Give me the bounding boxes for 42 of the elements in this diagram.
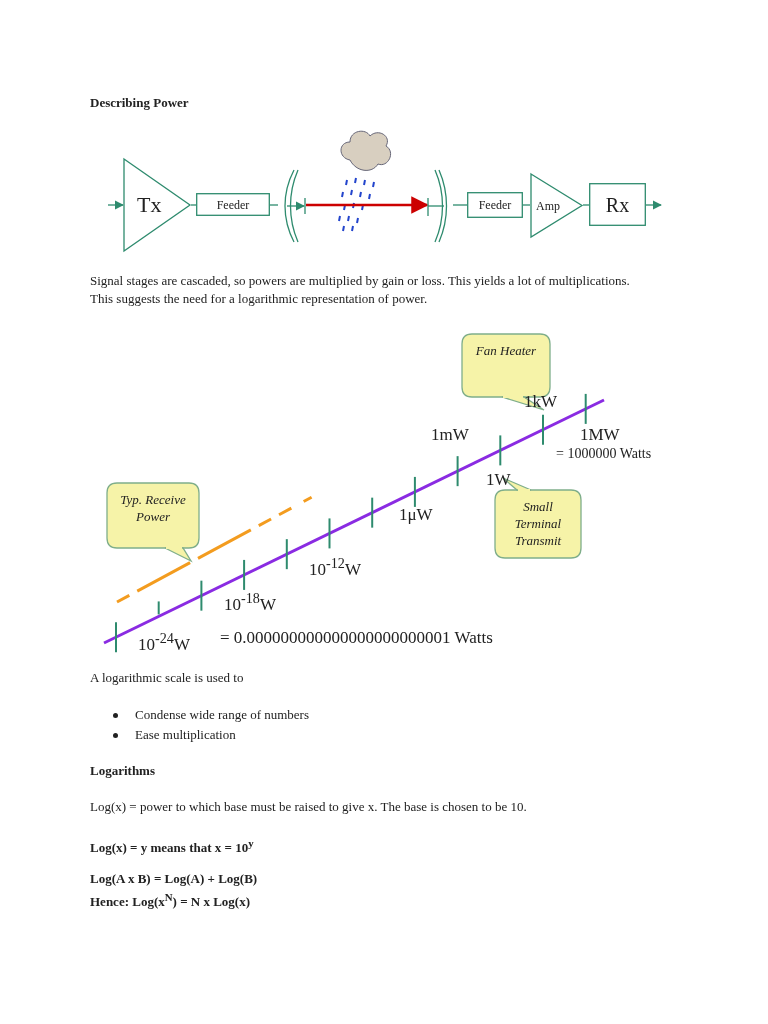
scale-label: 1MW	[580, 424, 620, 446]
signal-arrow	[306, 196, 429, 214]
heading: Describing Power	[90, 94, 189, 112]
amplifier-triangle	[530, 173, 583, 238]
scale-label: 10$^{-12}$W	[309, 554, 361, 581]
process-box	[589, 183, 646, 226]
scale-label: = 1000000 Watts	[556, 445, 652, 463]
node-label: Feeder	[216, 198, 250, 211]
node-label: Tx	[137, 194, 162, 216]
callout-text: Fan Heater	[474, 342, 538, 359]
connector-line	[269, 204, 279, 206]
connector-line	[582, 204, 590, 206]
scale-label: 1mW	[431, 424, 469, 446]
formula: Hence: Log(x$^{N}$) = N x Log(x)	[90, 890, 251, 912]
scale-label: 1W	[486, 469, 511, 491]
formula: Log(x) = y means that x = 10$^{y}$	[90, 836, 254, 858]
connector-line	[190, 204, 197, 206]
section-heading: Logarithms	[90, 762, 155, 780]
process-box	[467, 192, 523, 218]
arrow	[645, 200, 662, 210]
bullet-item: Ease multiplication	[135, 726, 236, 744]
speech-bubble	[107, 483, 199, 563]
arrow	[107, 200, 124, 210]
formula: Log(A x B) = Log(A) + Log(B)	[90, 870, 258, 888]
paragraph: Log(x) = power to which base must be raised to give x. The base is chosen to be 10.	[90, 798, 527, 816]
paragraph: Signal stages are cascaded, so powers are multiplied by gain or loss. This yields a lot of multiplications. This suggests the need for a logarithmic representation of power.	[90, 272, 631, 308]
connector-line	[522, 204, 531, 206]
process-box	[196, 193, 270, 216]
connector-line	[452, 204, 468, 206]
scale-label: 10$^{-18}$W	[224, 589, 276, 616]
callout-text: Small Terminal Transmit	[513, 498, 563, 549]
scale-label: = 0.000000000000000000000001 Watts	[220, 627, 493, 649]
scale-label: 10$^{-24}$W	[138, 629, 190, 656]
bullet-item: Condense wide range of numbers	[135, 706, 309, 724]
scale-label: 1μW	[399, 504, 433, 526]
paragraph: A logarithmic scale is used to	[90, 669, 244, 687]
amplifier-triangle	[123, 158, 191, 252]
callout-text: Typ. Receive Power	[119, 491, 187, 525]
scale-label: 1kW	[524, 391, 558, 413]
node-label: Rx	[605, 194, 630, 215]
node-label: Amp	[536, 199, 560, 212]
node-label: Feeder	[478, 199, 512, 211]
